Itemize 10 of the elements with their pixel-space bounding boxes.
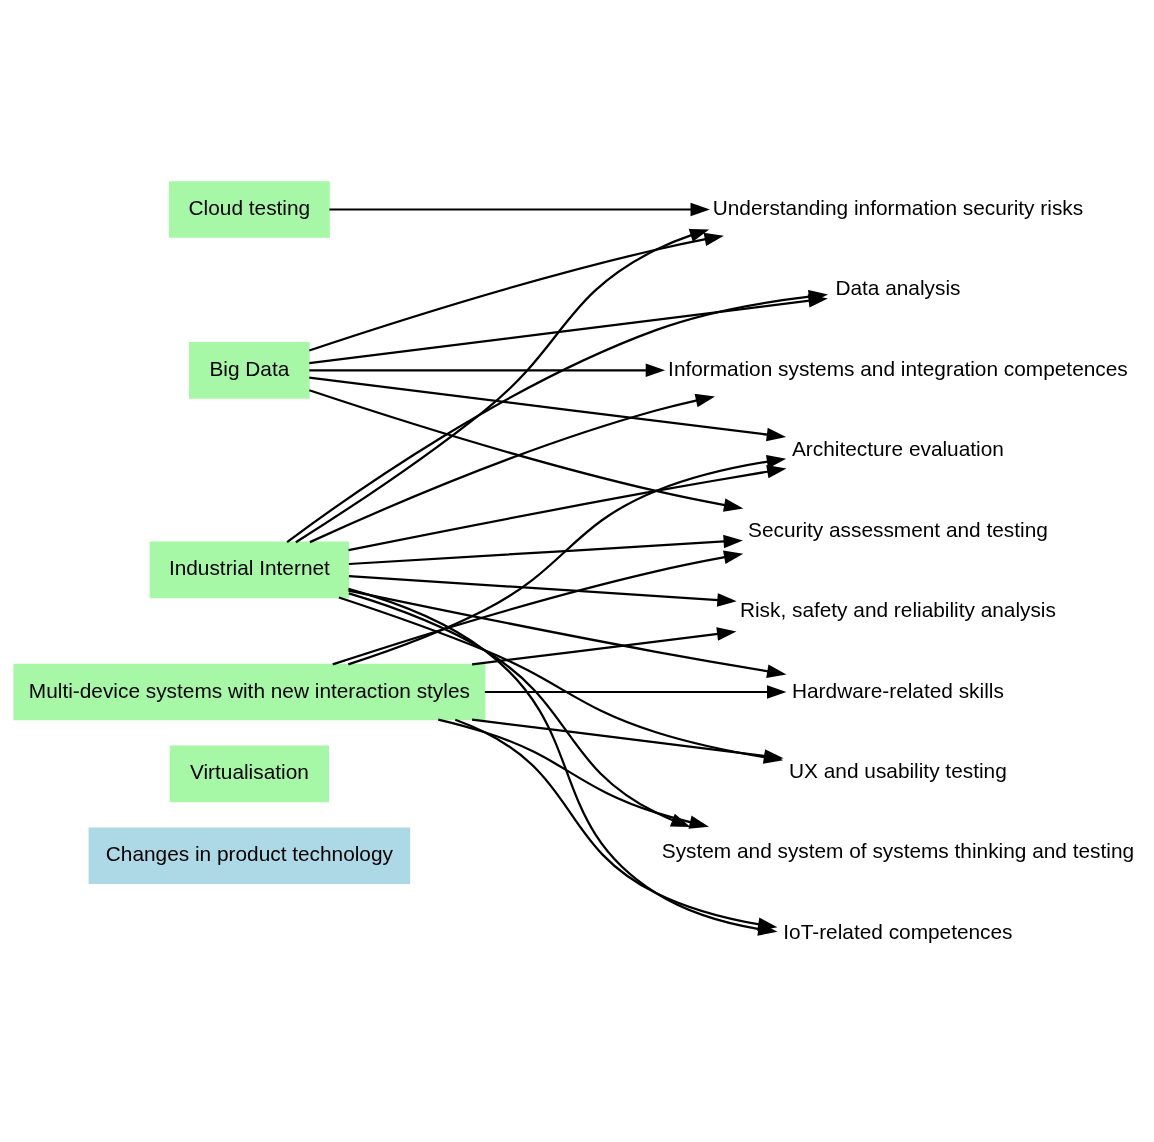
node-text: Data analysis xyxy=(835,276,961,300)
node-text: System and system of systems thinking and testing xyxy=(661,839,1135,863)
node-text: Information systems and integration competences xyxy=(668,356,1128,380)
node-text: Risk, safety and reliability analysis xyxy=(739,598,1056,622)
node-text: Security assessment and testing xyxy=(747,517,1048,541)
node-text: Architecture evaluation xyxy=(791,437,1004,461)
node-text: UX and usability testing xyxy=(789,758,1007,782)
node-text: Hardware-related skills xyxy=(792,678,1004,702)
node-text: Understanding information security risks xyxy=(712,196,1084,220)
node-text: IoT-related competences xyxy=(783,919,1013,943)
